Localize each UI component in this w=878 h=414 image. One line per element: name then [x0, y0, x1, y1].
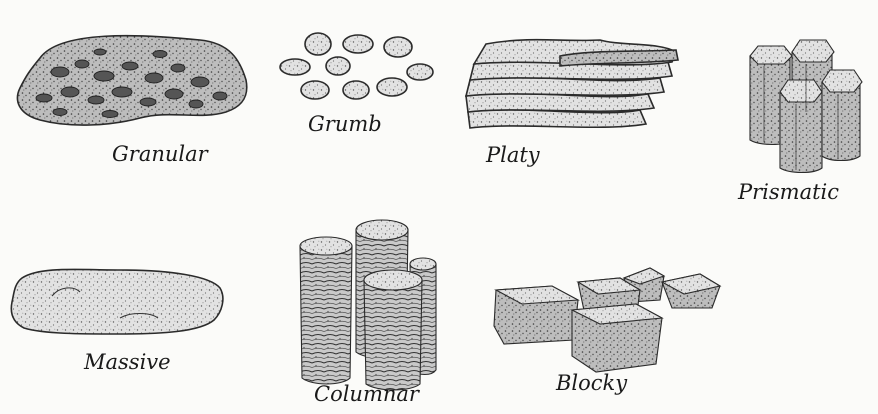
massive-illustration	[11, 269, 223, 334]
platy-label: Platy	[486, 145, 540, 166]
granular-label: Granular	[112, 144, 208, 165]
columnar-illustration	[300, 220, 436, 390]
crumb-illustration	[280, 33, 433, 99]
prismatic-label: Prismatic	[738, 182, 839, 203]
massive-label: Massive	[84, 352, 171, 373]
blocky-label: Blocky	[556, 373, 627, 394]
granular-illustration	[17, 36, 246, 125]
prismatic-illustration	[750, 40, 862, 173]
platy-illustration	[466, 40, 678, 128]
columnar-label: Columnar	[314, 384, 419, 405]
blocky-illustration	[494, 268, 720, 372]
crumb-label: Grumb	[308, 114, 382, 135]
